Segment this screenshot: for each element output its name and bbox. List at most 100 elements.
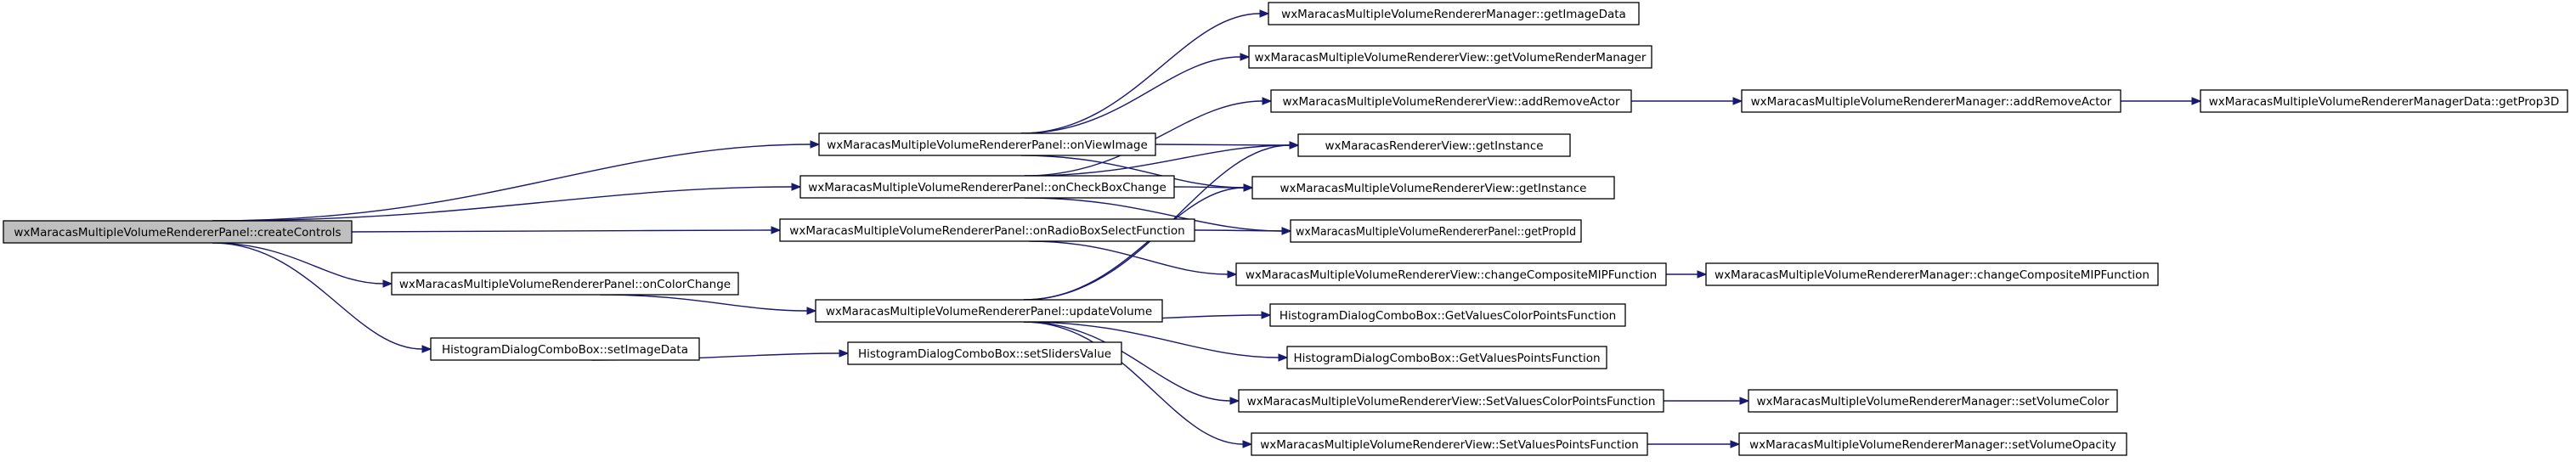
node-label: wxMaracasMultipleVolumeRendererManager::… (1715, 268, 2149, 282)
node-get-volume-render-manager[interactable]: wxMaracasMultipleVolumeRendererView::get… (1248, 45, 1652, 69)
node-get-prop-id[interactable]: wxMaracasMultipleVolumeRendererPanel::ge… (1290, 219, 1582, 243)
node-on-radio-box-select-function[interactable]: wxMaracasMultipleVolumeRendererPanel::on… (779, 218, 1195, 242)
node-root[interactable]: wxMaracasMultipleVolumeRendererPanel::cr… (3, 220, 353, 244)
call-graph-nodes: wxMaracasMultipleVolumeRendererPanel::cr… (3, 2, 2568, 456)
node-mvr-view-get-instance[interactable]: wxMaracasMultipleVolumeRendererView::get… (1251, 176, 1615, 200)
node-set-values-points-function[interactable]: wxMaracasMultipleVolumeRendererView::Set… (1251, 432, 1648, 456)
edge-arrowhead (1227, 270, 1238, 279)
node-box (1741, 89, 2121, 113)
edge-on-radio-box-select-function-to-change-composite-mipfunction (1028, 240, 1229, 275)
node-label: wxMaracasMultipleVolumeRendererManager::… (1751, 95, 2112, 109)
edge-arrowhead (1281, 227, 1292, 235)
node-label: wxMaracasMultipleVolumeRendererPanel::ge… (1296, 225, 1576, 239)
edge-root-to-on-radio-box-select-function (351, 229, 772, 233)
edge-root-to-on-view-image (212, 144, 811, 222)
edge-on-view-image-to-get-image-data (1020, 13, 1261, 134)
node-set-volume-opacity[interactable]: wxMaracasMultipleVolumeRendererManager::… (1738, 432, 2127, 456)
edge-arrowhead (771, 226, 782, 234)
node-box (1235, 262, 1667, 286)
node-label: wxMaracasMultipleVolumeRendererManager::… (1756, 395, 2110, 408)
edge-update-volume-to-mvr-view-get-instance (1023, 187, 1245, 301)
node-box (818, 132, 1156, 156)
node-view-add-remove-actor[interactable]: wxMaracasMultipleVolumeRendererView::add… (1270, 89, 1632, 113)
node-change-composite-mipfunction[interactable]: wxMaracasMultipleVolumeRendererView::cha… (1235, 262, 1667, 286)
edge-root-to-set-image-data (212, 242, 423, 350)
edge-update-volume-to-get-values-points-function (1023, 321, 1280, 358)
edge-on-color-change-to-update-volume (599, 294, 808, 312)
node-label: wxMaracasMultipleVolumeRendererPanel::up… (826, 305, 1152, 318)
node-label: wxMaracasMultipleVolumeRendererPanel::on… (789, 224, 1184, 238)
node-box (847, 341, 1122, 365)
edge-arrowhead (839, 349, 850, 358)
edge-arrowhead (1697, 270, 1708, 279)
node-label: wxMaracasMultipleVolumeRendererView::cha… (1246, 268, 1657, 282)
node-set-values-color-points-function[interactable]: wxMaracasMultipleVolumeRendererView::Set… (1238, 389, 1664, 413)
node-manager-change-composite-mipfunction[interactable]: wxMaracasMultipleVolumeRendererManager::… (1705, 262, 2159, 286)
node-box (1251, 176, 1615, 200)
node-box (430, 337, 700, 361)
edge-arrowhead (1739, 397, 1750, 405)
edge-arrowhead (791, 183, 802, 191)
node-get-image-data[interactable]: wxMaracasMultipleVolumeRendererManager::… (1268, 2, 1640, 25)
node-label: wxMaracasMultipleVolumeRendererView::get… (1255, 51, 1647, 65)
node-label: HistogramDialogComboBox::setImageData (442, 343, 688, 357)
node-box (2200, 89, 2568, 113)
node-label: wxMaracasMultipleVolumeRendererPanel::on… (827, 138, 1148, 152)
edge-arrowhead (421, 345, 432, 353)
node-label: wxMaracasMultipleVolumeRendererView::get… (1280, 182, 1587, 195)
edge-arrowhead (810, 140, 821, 149)
node-label: wxMaracasMultipleVolumeRendererView::add… (1282, 95, 1620, 109)
node-box (391, 272, 739, 296)
node-set-sliders-value[interactable]: HistogramDialogComboBox::setSlidersValue (847, 341, 1122, 365)
node-label: wxMaracasMultipleVolumeRendererPanel::on… (399, 278, 731, 291)
edge-arrowhead (1289, 141, 1300, 149)
edge-arrowhead (1278, 353, 1289, 362)
node-box (1248, 45, 1652, 69)
edge-arrowhead (1242, 440, 1253, 448)
node-label: wxMaracasMultipleVolumeRendererPanel::cr… (14, 226, 341, 239)
edge-arrowhead (1730, 440, 1741, 448)
node-box (3, 220, 353, 244)
node-label: HistogramDialogComboBox::GetValuesColorP… (1280, 309, 1616, 323)
node-on-color-change[interactable]: wxMaracasMultipleVolumeRendererPanel::on… (391, 272, 739, 296)
edge-arrowhead (382, 279, 393, 288)
edge-on-view-image-to-renderer-view-get-instance (1155, 144, 1291, 146)
node-on-view-image[interactable]: wxMaracasMultipleVolumeRendererPanel::on… (818, 132, 1156, 156)
node-label: HistogramDialogComboBox::GetValuesPoints… (1293, 352, 1600, 365)
call-graph-edges (212, 9, 2202, 448)
edge-root-to-on-color-change (212, 242, 384, 285)
node-box (1705, 262, 2159, 286)
node-get-values-points-function[interactable]: HistogramDialogComboBox::GetValuesPoints… (1286, 346, 1607, 369)
node-box (815, 299, 1163, 323)
node-box (1748, 389, 2118, 413)
edge-arrowhead (2191, 97, 2202, 105)
node-box (1738, 432, 2127, 456)
node-label: wxMaracasRendererView::getInstance (1325, 139, 1543, 153)
node-box (1286, 346, 1607, 369)
node-manager-add-remove-actor[interactable]: wxMaracasMultipleVolumeRendererManager::… (1741, 89, 2121, 113)
node-update-volume[interactable]: wxMaracasMultipleVolumeRendererPanel::up… (815, 299, 1163, 323)
node-set-image-data[interactable]: HistogramDialogComboBox::setImageData (430, 337, 700, 361)
node-box (1290, 219, 1582, 243)
edge-arrowhead (1243, 183, 1254, 192)
edge-update-volume-to-set-values-points-function (1023, 321, 1244, 445)
node-label: wxMaracasMultipleVolumeRendererView::Set… (1260, 438, 1639, 452)
node-get-values-color-points-function[interactable]: HistogramDialogComboBox::GetValuesColorP… (1269, 303, 1626, 327)
node-set-volume-color[interactable]: wxMaracasMultipleVolumeRendererManager::… (1748, 389, 2118, 413)
node-label: wxMaracasMultipleVolumeRendererPanel::on… (808, 181, 1167, 194)
node-box (1297, 133, 1571, 157)
node-box (1270, 89, 1632, 113)
node-on-check-box-change[interactable]: wxMaracasMultipleVolumeRendererPanel::on… (799, 175, 1175, 199)
node-box (1269, 303, 1626, 327)
edge-arrowhead (1229, 397, 1240, 405)
node-get-prop3-d[interactable]: wxMaracasMultipleVolumeRendererManagerDa… (2200, 89, 2568, 113)
edge-on-radio-box-select-function-to-get-prop-id (1194, 229, 1283, 232)
node-label: wxMaracasMultipleVolumeRendererView::Set… (1247, 395, 1656, 408)
node-label: wxMaracasMultipleVolumeRendererManager::… (1281, 8, 1626, 21)
edge-arrowhead (1259, 9, 1270, 18)
node-box (1251, 432, 1648, 456)
node-box (1268, 2, 1640, 25)
node-renderer-view-get-instance[interactable]: wxMaracasRendererView::getInstance (1297, 133, 1571, 157)
node-box (779, 218, 1195, 242)
